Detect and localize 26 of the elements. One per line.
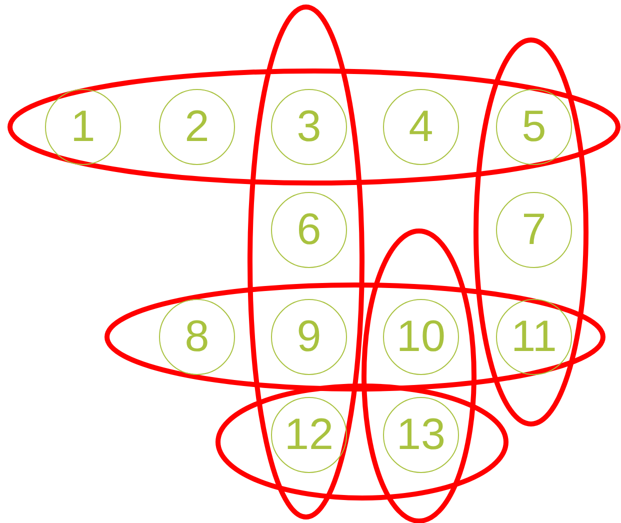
node-number: 1	[70, 105, 96, 149]
node-number: 10	[396, 315, 446, 359]
node-number: 3	[296, 105, 322, 149]
circle-node	[271, 192, 347, 268]
circle-node	[159, 299, 235, 375]
circle-node	[271, 397, 347, 473]
circle-node	[383, 89, 459, 165]
circle-node	[383, 397, 459, 473]
circle-node	[383, 299, 459, 375]
node-number: 5	[522, 105, 546, 149]
circle-node	[496, 89, 572, 165]
node-number: 7	[522, 208, 546, 252]
node-number: 6	[296, 208, 322, 252]
circle-node	[45, 89, 121, 165]
node-number: 11	[511, 315, 557, 359]
circle-node	[271, 89, 347, 165]
node-number: 13	[396, 413, 446, 457]
node-number: 12	[284, 413, 334, 457]
circle-node	[496, 192, 572, 268]
node-number: 8	[184, 315, 210, 359]
node-number: 2	[184, 105, 210, 149]
circle-node	[496, 299, 572, 375]
circle-node	[159, 89, 235, 165]
node-number: 4	[408, 105, 434, 149]
node-number: 9	[296, 315, 322, 359]
circle-node	[271, 299, 347, 375]
